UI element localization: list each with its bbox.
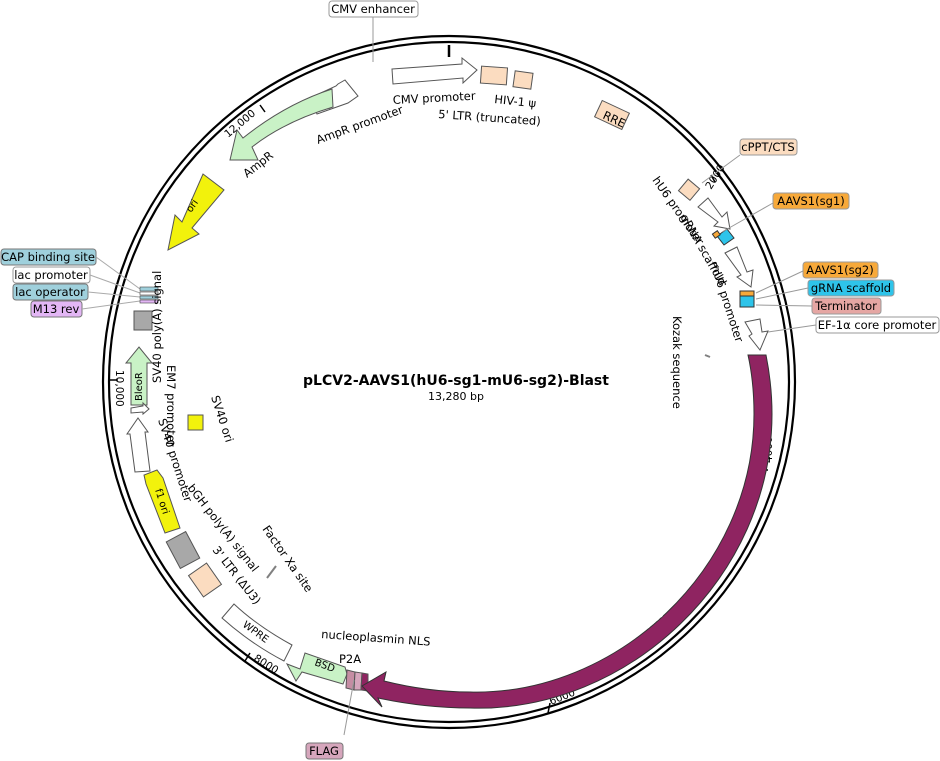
kozak-label: Kozak sequence [670,316,684,409]
f1-ori-arrow [143,469,181,534]
hiv-psi-label: HIV-1 ψ [494,92,537,110]
lac-operator-label: lac operator [15,285,85,299]
flag-box [305,742,344,760]
cap-site-label: CAP binding site [1,250,95,264]
plasmid-size: 13,280 bp [428,390,484,403]
backbone-outer [101,34,797,730]
aavs1-sg2-box [802,261,879,279]
sv40-polya-feature [133,310,153,331]
cmv-promoter-label: CMV promoter [392,89,476,107]
ltr3-feature [187,562,223,598]
nls-label: nucleoplasmin NLS [321,627,431,649]
bleor-arrow [124,346,154,406]
lac-promoter-label: lac promoter [14,268,88,282]
wpre-feature [221,603,293,662]
bleor-label: BleoR [134,372,145,401]
grna-scaffold-2-feature [739,295,755,308]
m13-rev-label: M13 rev [33,302,80,316]
bgh-feature [165,530,201,570]
cppt-box [739,138,798,156]
plasmid-name: pLCV2-AAVS1(hU6-sg1-mU6-sg2)-Blast [303,373,609,389]
ori-arrow [167,173,225,251]
em7-label: EM7 promoter [164,365,178,447]
cppt-label: cPPT/CTS [741,140,794,154]
sv40-ori-label: SV40 ori [208,394,236,444]
mu6-arrow [724,246,754,288]
sv40-ori-feature [187,414,204,431]
aavs1-sg2-feature [739,290,755,297]
ltr5-label: 5' LTR (truncated) [438,107,541,128]
factor-xa-label: Factor Xa site [260,523,316,595]
hiv-psi-feature [512,70,534,90]
aavs1-sg1-label: AAVS1(sg1) [777,194,844,208]
ampr-arrow [229,88,334,161]
ef1a-core-label: EF-1α core promoter [818,318,937,332]
factor-xa-mark [266,565,277,579]
ltr5-feature [479,65,509,86]
grna-scaffold-2-label: gRNA scaffold [811,281,891,295]
backbone-inner [107,40,791,724]
cmv-enhancer-label: CMV enhancer [331,2,415,16]
aavs1-sg1-feature [711,229,721,239]
grna-scaffold-1-feature [716,228,735,246]
tick-label-10000: 10,000 [113,370,125,407]
aavs1-sg2-label: AAVS1(sg2) [806,263,873,277]
cmv-enhancer-box [328,0,419,18]
p2a-label: P2A [339,652,361,666]
aavs1-sg1-box [772,192,850,210]
ef1a-arrow [744,318,769,351]
sv40-promoter-arrow [126,417,151,473]
rre-feature [593,99,631,131]
terminator-label: Terminator [814,299,877,313]
cas9-arrow [361,354,773,709]
cppt-feature [677,178,701,201]
bsd-arrow [285,652,348,685]
flag-label: FLAG [309,744,339,758]
em7-arrow [130,401,150,416]
cmv-promoter-arrow [391,56,478,85]
kozak-mark [704,354,711,358]
hu6-arrow [697,197,731,230]
sv40-polya-label: SV40 poly(A) signal [150,271,164,383]
